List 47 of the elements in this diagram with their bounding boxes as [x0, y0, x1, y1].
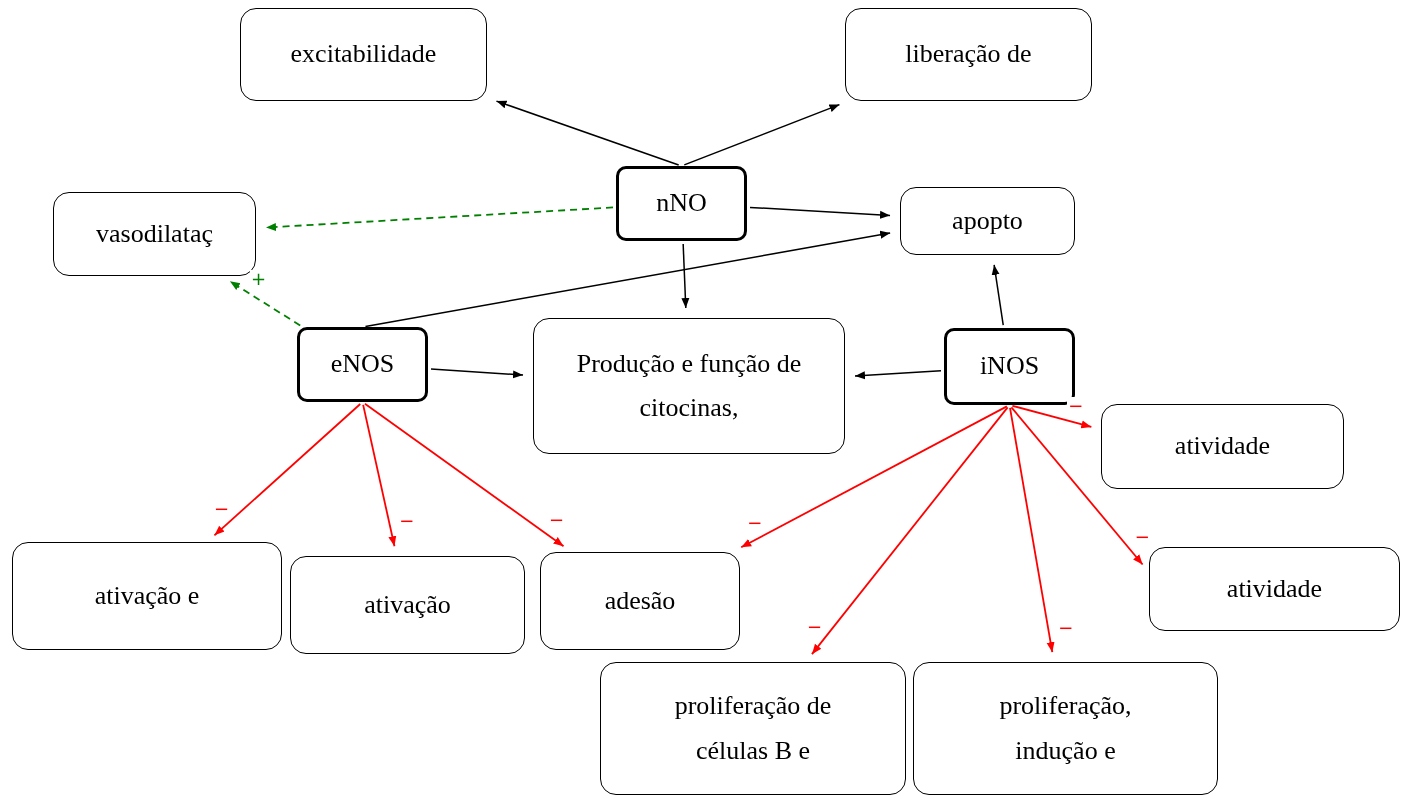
arrow: [683, 103, 841, 166]
arrow: [362, 404, 397, 548]
arrow: [681, 243, 690, 309]
arrow: [213, 403, 362, 537]
arrow: [364, 402, 565, 548]
effect-label: proliferação, indução e: [998, 690, 1133, 767]
effect-box: [600, 662, 906, 795]
effect-box: [290, 556, 525, 654]
arrow: [991, 264, 1004, 326]
arrow: [430, 368, 524, 379]
effect-box: [900, 187, 1075, 255]
effect-box: [240, 8, 487, 101]
enzyme-box: [944, 328, 1075, 405]
arrow: [1009, 407, 1055, 654]
effect-box: [1149, 547, 1400, 631]
arrow: [1011, 404, 1093, 429]
effect-box: [533, 318, 845, 454]
effect-box: [913, 662, 1218, 795]
effect-box: [845, 8, 1092, 101]
effect-label: proliferação de células B e: [673, 690, 833, 767]
effect-label: ativação e: [94, 579, 200, 612]
enzyme-box: [297, 327, 428, 402]
effect-label: apopto: [952, 204, 1023, 237]
effect-box: [1101, 404, 1344, 489]
effect-label: vasodilataç: [96, 217, 213, 250]
arrow: [740, 405, 1008, 549]
effect-label: atividade: [1174, 430, 1271, 463]
arrow: [495, 100, 680, 166]
arrow: [811, 406, 1009, 656]
effect-box: [540, 552, 740, 650]
enzyme-label: nNO: [656, 187, 707, 220]
effect-label: atividade: [1226, 572, 1323, 605]
arrow: [364, 230, 891, 328]
arrow: [854, 369, 942, 380]
enzyme-box: [616, 166, 747, 241]
effect-label: ativação: [364, 588, 451, 621]
enzyme-label: eNOS: [330, 348, 395, 381]
effect-label: liberação de: [905, 38, 1032, 71]
enzyme-label: iNOS: [979, 350, 1040, 383]
effect-label: adesão: [604, 584, 676, 617]
dashed-arrow: [229, 280, 302, 327]
effect-label: excitabilidade: [290, 38, 437, 71]
dashed-arrow: [265, 206, 614, 231]
arrow: [749, 206, 891, 219]
arrow: [1010, 406, 1144, 566]
effect-box: [12, 542, 282, 650]
effect-label: Produção e função de citocinas,: [575, 347, 803, 424]
